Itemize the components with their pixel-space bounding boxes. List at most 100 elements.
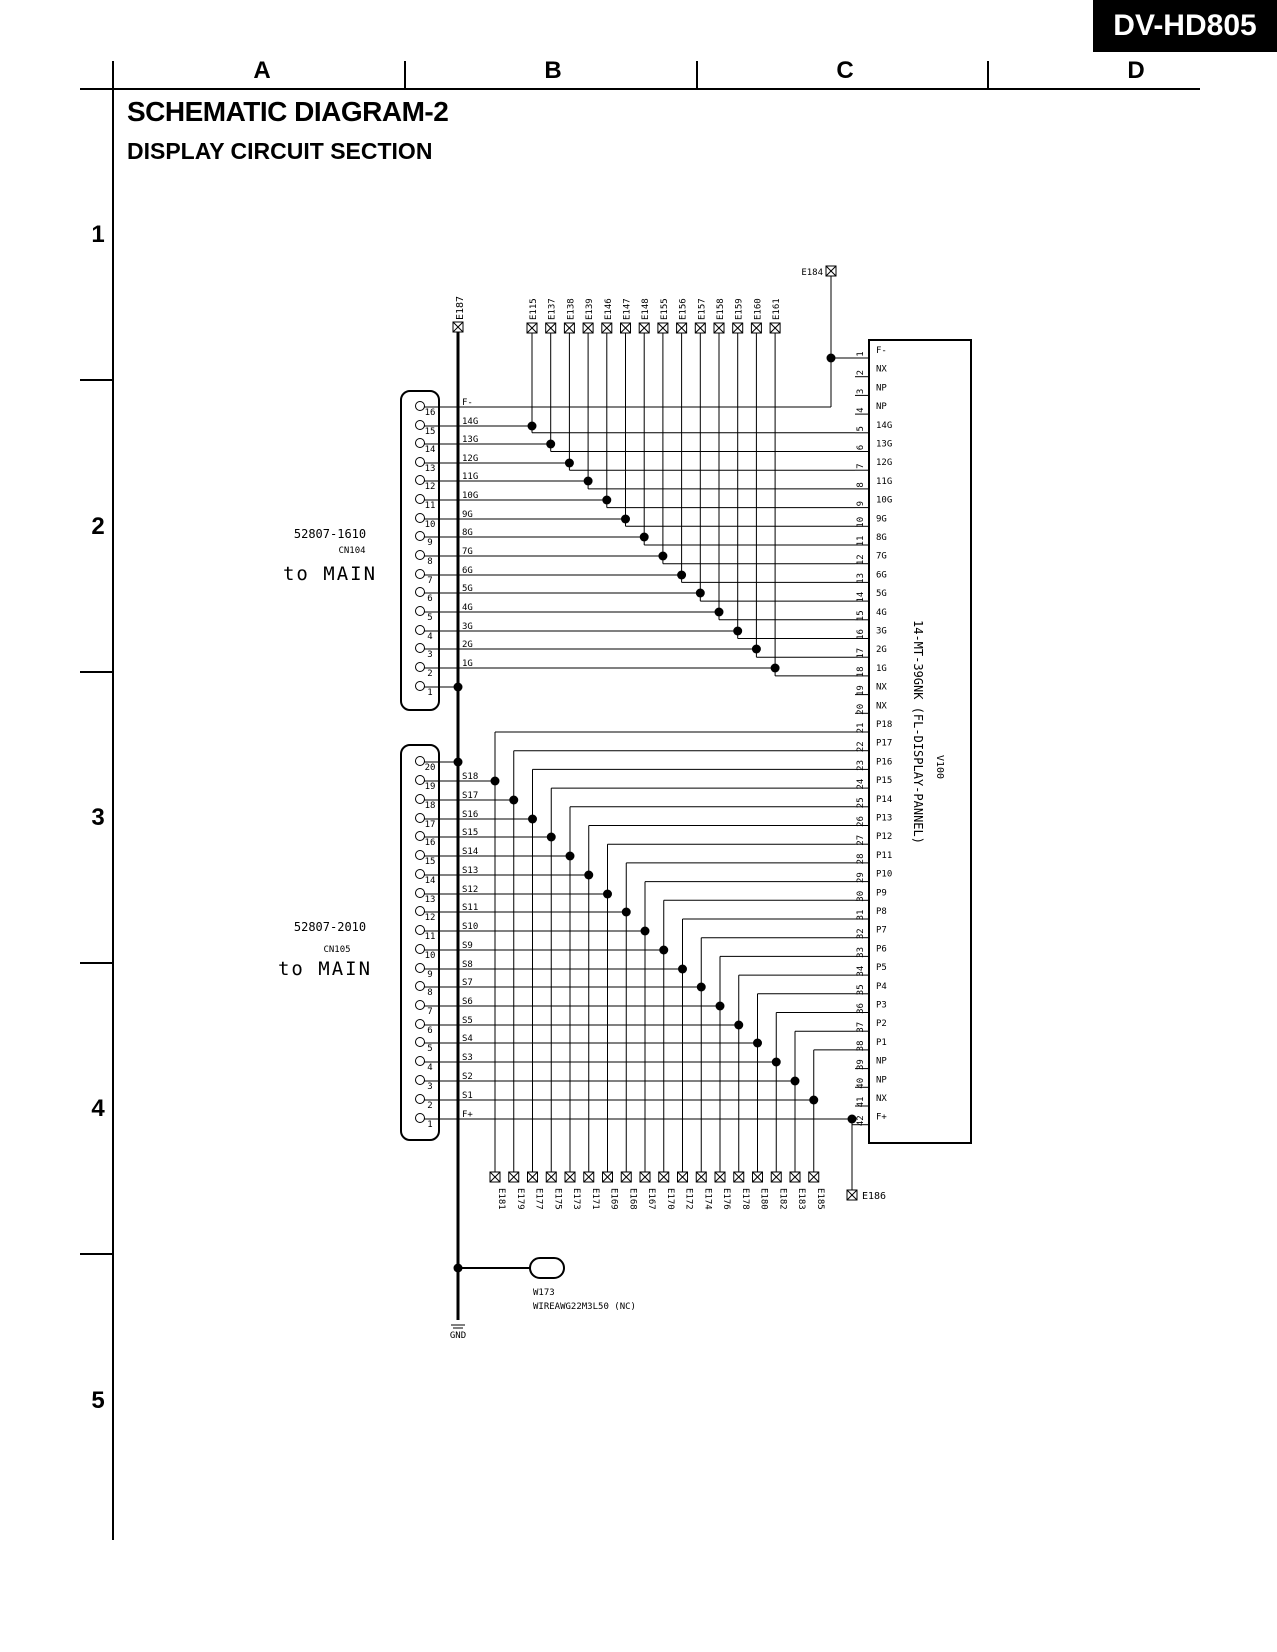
connector-cn104-pin-signal: 8G bbox=[462, 528, 473, 538]
display-pin-signal: NX bbox=[876, 1094, 887, 1104]
test-point-e173-mark bbox=[564, 1171, 576, 1183]
connector-cn104-pin-number: 8 bbox=[427, 557, 432, 567]
test-point-e161-mark bbox=[769, 322, 781, 334]
test-point-gnd-mark bbox=[452, 321, 464, 333]
row-header-2: 2 bbox=[91, 513, 104, 540]
test-point-label: E146 bbox=[604, 298, 614, 320]
connector-cn104-pin-signal: 7G bbox=[462, 547, 473, 557]
junction-f-plus bbox=[847, 1114, 857, 1124]
connector-cn105-pin-signal: S8 bbox=[462, 960, 473, 970]
connector-cn105-pin-signal: S5 bbox=[462, 1016, 473, 1026]
test-point-label: E175 bbox=[552, 1188, 562, 1210]
connector-cn104-pin-hole bbox=[415, 438, 425, 448]
connector-cn104-pin-signal: 14G bbox=[462, 417, 478, 427]
test-point-label: E167 bbox=[646, 1188, 656, 1210]
display-pin-number: 9 bbox=[856, 501, 866, 506]
connector-cn105-body bbox=[400, 744, 440, 1141]
wire-w173-part: WIREAWG22M3L50 (NC) bbox=[533, 1302, 636, 1312]
connector-cn104-pin-hole bbox=[415, 606, 425, 616]
display-ref-label: V100 bbox=[934, 755, 945, 779]
display-pin-signal: P15 bbox=[876, 776, 892, 786]
row-header-4: 4 bbox=[91, 1095, 105, 1122]
junction-grid-14g bbox=[527, 421, 537, 431]
connector-cn104-pin-hole bbox=[415, 625, 425, 635]
test-point-label: E185 bbox=[815, 1188, 825, 1210]
test-point-e183-mark bbox=[789, 1171, 801, 1183]
connector-cn105-pin-signal: F+ bbox=[462, 1110, 473, 1120]
connector-cn104-pin-signal: 3G bbox=[462, 622, 473, 632]
connector-cn105-pin-hole bbox=[415, 1113, 425, 1123]
display-pin-signal: 6G bbox=[876, 570, 887, 580]
column-header-D: D bbox=[1127, 57, 1144, 84]
test-point-e185-mark bbox=[808, 1171, 820, 1183]
display-pin-number: 2 bbox=[856, 370, 866, 375]
junction-grid-4g bbox=[714, 607, 724, 617]
connector-cn105-pin-hole bbox=[415, 925, 425, 935]
connector-cn104-pin-number: 15 bbox=[425, 427, 436, 437]
test-point-label: E157 bbox=[697, 298, 707, 320]
test-point-e158-mark bbox=[713, 322, 725, 334]
connector-cn104-pin-hole bbox=[415, 643, 425, 653]
display-pin-number: 32 bbox=[856, 928, 866, 939]
display-pin-number: 16 bbox=[856, 629, 866, 640]
connector-cn105-pin-number: 5 bbox=[427, 1044, 432, 1054]
connector-cn105-pin-signal: S10 bbox=[462, 922, 478, 932]
junction-segment-s9 bbox=[659, 945, 669, 955]
row-header-1: 1 bbox=[91, 221, 104, 248]
display-pin-signal: NP bbox=[876, 1057, 887, 1067]
connector-cn105-pin-number: 12 bbox=[425, 913, 436, 923]
test-point-label: E176 bbox=[721, 1188, 731, 1210]
connector-cn105-pin-hole bbox=[415, 963, 425, 973]
display-pin-signal: P13 bbox=[876, 814, 892, 824]
junction-segment-s8 bbox=[678, 964, 687, 974]
connector-cn104-pin-hole bbox=[415, 513, 425, 523]
test-point-e137-mark bbox=[545, 322, 557, 334]
junction-w173 bbox=[453, 1263, 463, 1273]
connector-cn105-pin-signal: S7 bbox=[462, 978, 473, 988]
test-point-label: E155 bbox=[660, 298, 670, 320]
connector-cn105-pin-signal: S11 bbox=[462, 903, 478, 913]
test-point-e170-mark bbox=[658, 1171, 670, 1183]
test-point-label: E148 bbox=[641, 298, 651, 320]
connector-cn105-pin-signal: S15 bbox=[462, 828, 478, 838]
display-pin-signal: NX bbox=[876, 683, 887, 693]
connector-cn105-pin-number: 10 bbox=[425, 951, 436, 961]
connector-cn104-pin-signal: 12G bbox=[462, 454, 478, 464]
test-point-e169-mark bbox=[602, 1171, 613, 1183]
display-pin-number: 35 bbox=[856, 984, 866, 995]
test-point-label: E158 bbox=[716, 298, 726, 320]
connector-cn105-pin-signal: S14 bbox=[462, 847, 478, 857]
junction-grid-9g bbox=[621, 514, 630, 524]
connector-cn105-pin-number: 20 bbox=[425, 763, 436, 773]
display-pin-signal: P16 bbox=[876, 757, 892, 767]
connector-cn104-pin-number: 14 bbox=[425, 445, 436, 455]
connector-cn104-pin-hole bbox=[415, 569, 425, 579]
connector-cn104-pin-number: 11 bbox=[425, 501, 436, 511]
cn105-part-label: 52807-2010 bbox=[294, 920, 366, 934]
connector-cn105-pin-signal: S9 bbox=[462, 941, 473, 951]
display-pin-number: 23 bbox=[856, 760, 866, 771]
junction-grid-1g bbox=[770, 663, 780, 673]
junction-grid-11g bbox=[583, 476, 593, 486]
connector-cn104-pin-number: 7 bbox=[427, 576, 432, 586]
junction-grid-10g bbox=[602, 495, 612, 505]
test-point-label: E177 bbox=[534, 1188, 544, 1210]
connector-cn105-pin-signal: S16 bbox=[462, 810, 478, 820]
test-point-e167-mark bbox=[639, 1171, 651, 1183]
display-pin-number: 18 bbox=[856, 666, 866, 677]
test-point-e186-label: E186 bbox=[862, 1191, 886, 1202]
cn104-destination-label: to MAIN bbox=[283, 563, 377, 585]
test-point-e148-mark bbox=[638, 322, 650, 334]
connector-cn105-pin-number: 2 bbox=[427, 1101, 432, 1111]
connector-cn105-pin-number: 4 bbox=[427, 1063, 432, 1073]
test-point-label: E170 bbox=[665, 1188, 675, 1210]
display-pin-number: 25 bbox=[856, 797, 866, 808]
test-point-label: E174 bbox=[702, 1188, 712, 1210]
display-pin-signal: 14G bbox=[876, 421, 892, 431]
display-pin-number: 15 bbox=[856, 610, 866, 621]
junction-segment-s11 bbox=[621, 907, 631, 917]
display-pin-number: 14 bbox=[856, 592, 866, 603]
row-header-5: 5 bbox=[91, 1387, 104, 1414]
connector-cn105-pin-number: 16 bbox=[425, 838, 436, 848]
display-pin-signal: 2G bbox=[876, 645, 887, 655]
